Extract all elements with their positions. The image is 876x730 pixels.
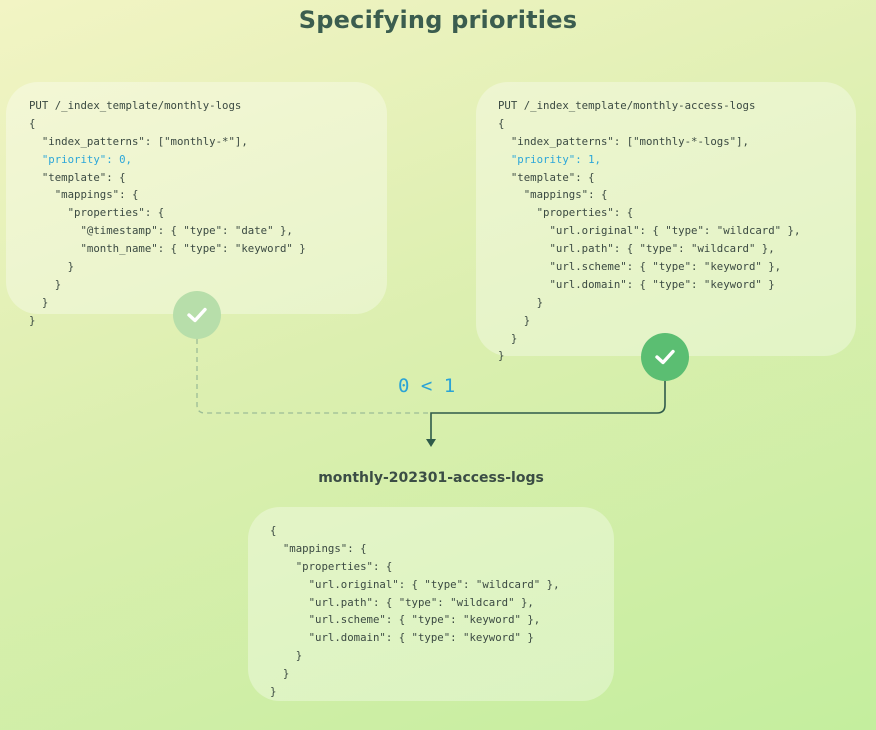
code-line: "url.domain": { "type": "keyword" } xyxy=(270,631,534,645)
code-line: } xyxy=(29,277,62,291)
code-line: } xyxy=(270,649,303,663)
code-line-priority: "priority": 0, xyxy=(29,152,132,166)
code-line: } xyxy=(29,295,49,309)
code-line: "mappings": { xyxy=(29,188,139,202)
code-line: } xyxy=(270,685,277,699)
code-line: "template": { xyxy=(498,170,595,184)
code-line: "url.domain": { "type": "keyword" } xyxy=(498,277,775,291)
code-line: { xyxy=(29,116,36,130)
code-line: "properties": { xyxy=(498,206,634,220)
code-line: } xyxy=(498,349,505,363)
code-line: "url.original": { "type": "wildcard" }, xyxy=(270,577,560,591)
result-index-name: monthly-202301-access-logs xyxy=(318,470,544,486)
priority-comparison: 0 < 1 xyxy=(398,375,456,397)
diagram-title: Specifying priorities xyxy=(298,6,578,34)
code-line: } xyxy=(29,313,36,327)
check-icon xyxy=(173,291,221,339)
code-line: PUT /_index_template/monthly-logs xyxy=(29,99,242,112)
code-block-monthly-access-logs: PUT /_index_template/monthly-access-logs… xyxy=(498,97,800,365)
code-block-result-mappings: { "mappings": { "properties": { "url.ori… xyxy=(270,522,560,701)
code-line: "url.scheme": { "type": "keyword" }, xyxy=(498,260,782,274)
code-line: { xyxy=(270,524,277,537)
connector-inactive xyxy=(196,339,428,414)
code-line: "url.path": { "type": "wildcard" }, xyxy=(270,595,534,609)
connector-active xyxy=(430,381,666,440)
code-line: "properties": { xyxy=(29,206,165,220)
code-line: "url.original": { "type": "wildcard" }, xyxy=(498,224,801,238)
code-line-priority: "priority": 1, xyxy=(498,152,601,166)
code-line: "index_patterns": ["monthly-*"], xyxy=(29,134,248,148)
code-line: } xyxy=(270,667,290,681)
code-line: "index_patterns": ["monthly-*-logs"], xyxy=(498,134,749,148)
arrow-head xyxy=(426,439,436,447)
code-line: "@timestamp": { "type": "date" }, xyxy=(29,224,293,238)
code-line: "url.scheme": { "type": "keyword" }, xyxy=(270,613,541,627)
code-line: "properties": { xyxy=(270,559,393,573)
code-line: } xyxy=(498,295,544,309)
result-index-card xyxy=(248,507,614,701)
code-line: PUT /_index_template/monthly-access-logs xyxy=(498,99,756,112)
code-line: } xyxy=(498,331,518,345)
template-card-monthly-access-logs xyxy=(476,82,856,356)
code-line: "mappings": { xyxy=(270,541,367,555)
code-line: "mappings": { xyxy=(498,188,608,202)
code-line: { xyxy=(498,116,505,130)
check-icon xyxy=(641,333,689,381)
code-line: "url.path": { "type": "wildcard" }, xyxy=(498,242,775,256)
code-line: "template": { xyxy=(29,170,126,184)
code-block-monthly-logs: PUT /_index_template/monthly-logs { "inde… xyxy=(29,97,306,330)
template-card-monthly-logs xyxy=(6,82,387,314)
code-line: "month_name": { "type": "keyword" } xyxy=(29,242,306,256)
code-line: } xyxy=(498,313,531,327)
code-line: } xyxy=(29,260,75,274)
